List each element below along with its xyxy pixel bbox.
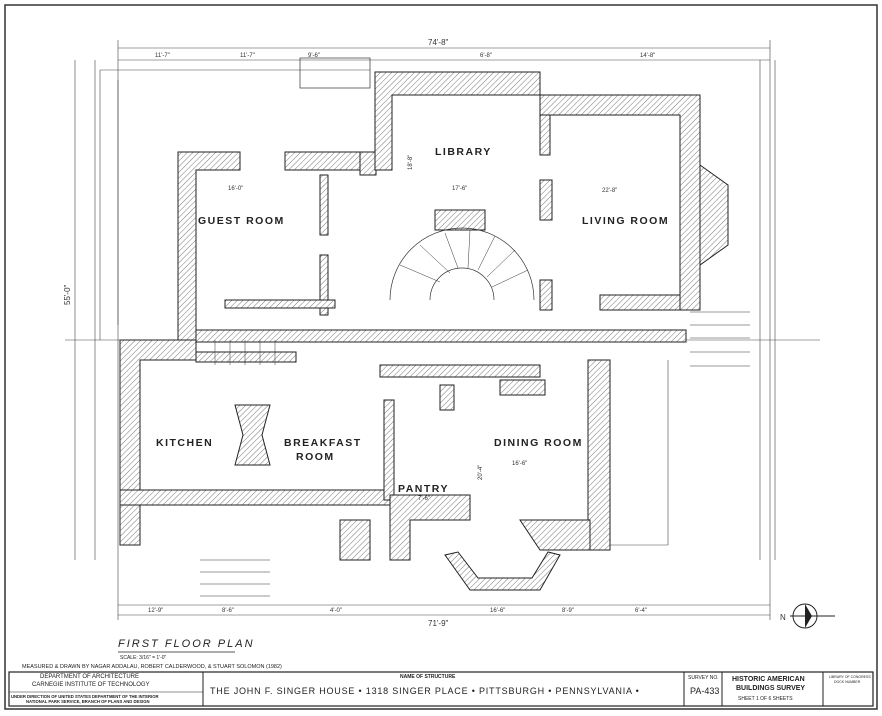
- sheet-count: SHEET 1 OF 6 SHEETS: [738, 696, 793, 702]
- direction-line-2: NATIONAL PARK SERVICE, BRANCH OF PLANS A…: [26, 699, 150, 704]
- dim: 6'-4": [635, 608, 647, 614]
- survey-no-value: PA-433: [690, 686, 720, 696]
- room-label-pantry: PANTRY: [398, 483, 449, 495]
- room-label-guest-room: GUEST ROOM: [198, 215, 285, 227]
- dept-line-2: CARNEGIE INSTITUTE OF TECHNOLOGY: [32, 682, 150, 688]
- dept-line-1: DEPARTMENT OF ARCHITECTURE: [40, 674, 140, 680]
- dim: 11'-7": [155, 53, 170, 59]
- dim: 4'-0": [330, 608, 342, 614]
- dim: 9'-6": [308, 53, 320, 59]
- room-label-living-room: LIVING ROOM: [582, 215, 669, 227]
- sheet-border: [4, 4, 878, 710]
- staircase: [200, 57, 750, 597]
- habs-line-1: HISTORIC AMERICAN: [732, 676, 805, 683]
- room-label-library: LIBRARY: [435, 146, 492, 158]
- dim: 16'-6": [490, 608, 505, 614]
- room-label-dining-room: DINING ROOM: [494, 437, 583, 449]
- credits: MEASURED & DRAWN BY NAGAR ADDALAU, ROBER…: [22, 664, 282, 670]
- room-label-kitchen: KITCHEN: [156, 437, 213, 449]
- library-of-congress-label: LIBRARY OF CONGRESS: [829, 675, 871, 679]
- direction-line-1: UNDER DIRECTION OF UNITED STATES DEPARTM…: [11, 694, 159, 699]
- room-label-breakfast-room: ROOM: [296, 451, 335, 463]
- survey-no-label: SURVEY NO.: [688, 675, 719, 681]
- dim-overall-left: 55'-0": [63, 284, 72, 305]
- scale-note: SCALE: 3/16" = 1'-0": [120, 655, 167, 661]
- north-arrow-icon: [790, 603, 835, 629]
- dock-number-label: DOCK NUMBER: [834, 680, 861, 684]
- dim: 16'-0": [228, 186, 243, 192]
- dim: 20'-4": [478, 465, 484, 480]
- dim: 14'-8": [640, 53, 655, 59]
- structure-name: THE JOHN F. SINGER HOUSE • 1318 SINGER P…: [210, 686, 640, 696]
- dim-overall-bottom: 71'-9": [428, 619, 449, 628]
- dim: 8'-6": [222, 608, 234, 614]
- dim: 6'-8": [480, 53, 492, 59]
- dimension-lines: [65, 40, 820, 620]
- north-label: N: [780, 613, 786, 622]
- dim: 7'-6": [418, 496, 430, 502]
- dim: 16'-6": [512, 461, 527, 467]
- name-of-structure-label: NAME OF STRUCTURE: [400, 674, 456, 680]
- habs-line-2: BUILDINGS SURVEY: [736, 685, 806, 692]
- dim: 22'-8": [602, 188, 617, 194]
- dim: 18'-8": [408, 155, 414, 170]
- title-block-frame: [8, 671, 874, 707]
- dim: 12'-9": [148, 608, 163, 614]
- walls: [119, 71, 729, 591]
- sheet-title: FIRST FLOOR PLAN: [118, 638, 255, 650]
- dim: 11'-7": [240, 53, 255, 59]
- dim: 8'-9": [562, 608, 574, 614]
- room-label-breakfast: BREAKFAST: [284, 437, 362, 449]
- dim-overall-top: 74'-8": [428, 38, 449, 47]
- dim: 17'-6": [452, 186, 467, 192]
